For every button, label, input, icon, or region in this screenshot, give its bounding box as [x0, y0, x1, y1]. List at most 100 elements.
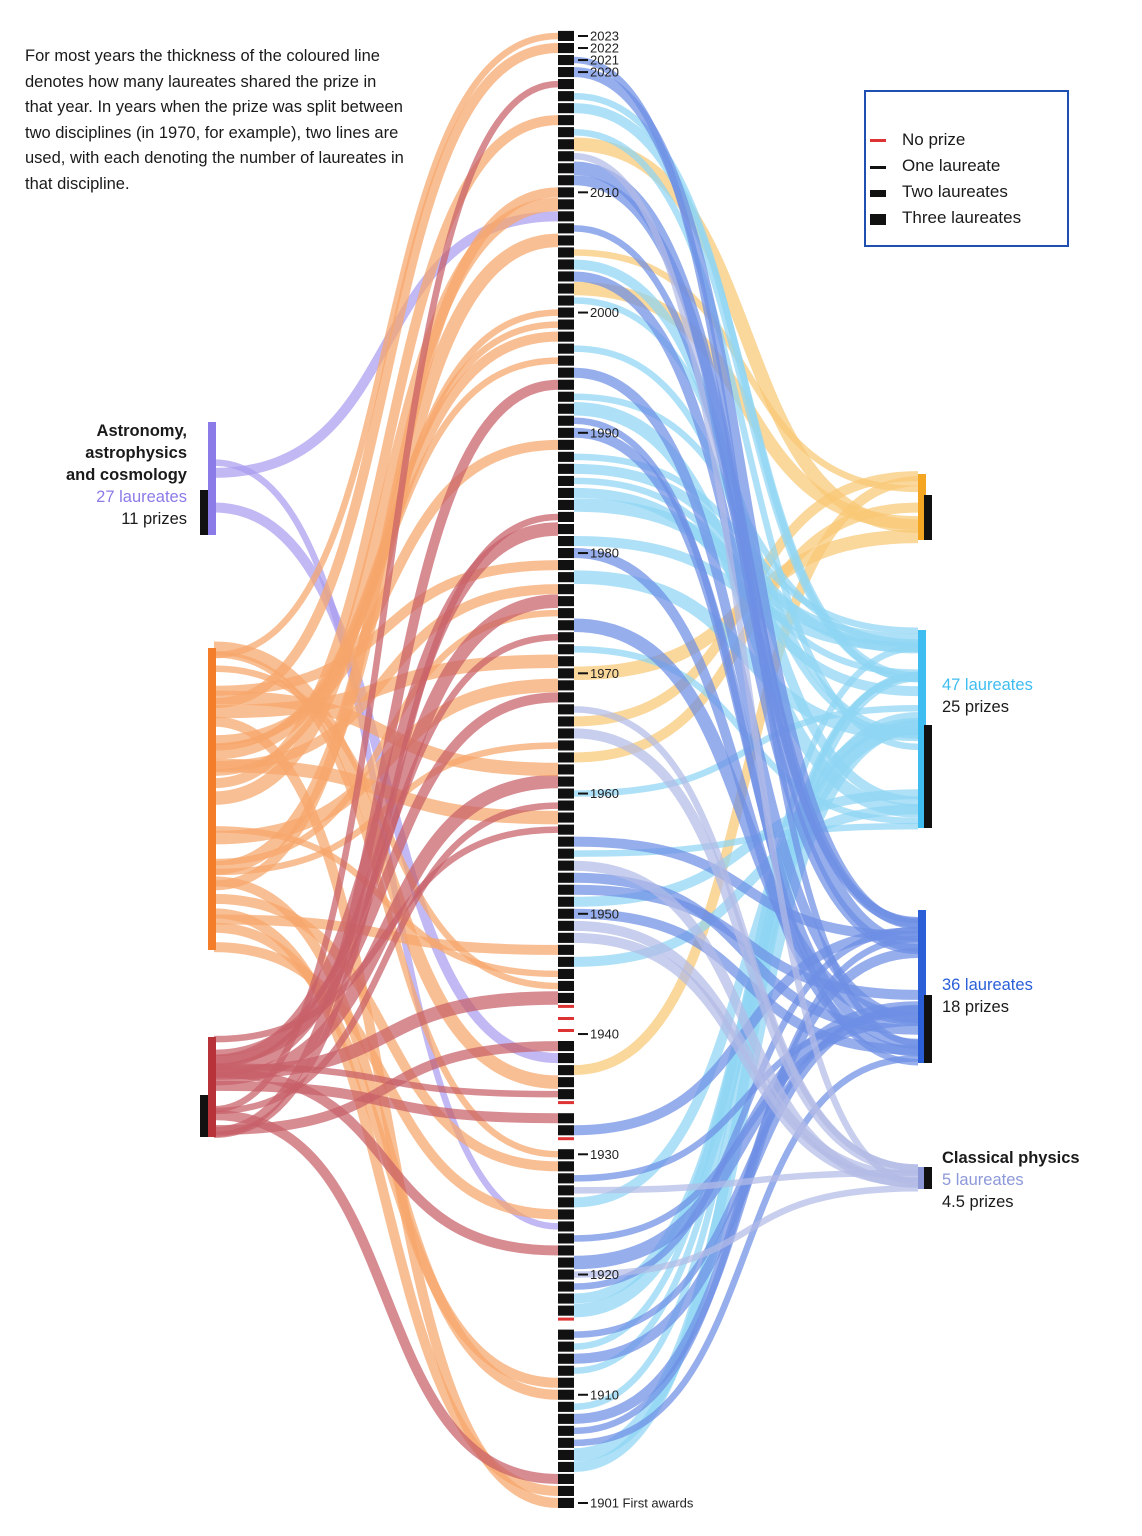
year-block-no-prize [558, 1004, 574, 1008]
category-blue-label: 36 laureates 18 prizes [942, 974, 1033, 1018]
year-block [558, 1209, 574, 1220]
year-block [558, 403, 574, 414]
year-label: 2023 [590, 29, 619, 44]
category-lightblue-label: 47 laureates 25 prizes [942, 674, 1033, 718]
year-block [558, 187, 574, 198]
category-prizes: 4.5 prizes [942, 1193, 1014, 1211]
category-laureates: 47 laureates [942, 676, 1033, 694]
year-block [558, 43, 574, 54]
year-block [558, 944, 574, 955]
year-block [558, 331, 574, 342]
year-block [558, 1113, 574, 1124]
ribbon-orange [213, 654, 559, 719]
year-block [558, 127, 574, 138]
year-block [558, 475, 574, 486]
year-block [558, 620, 574, 631]
year-block [558, 884, 574, 895]
ribbon-red [213, 1041, 559, 1136]
year-block-no-prize [558, 1317, 574, 1321]
year-label: 1960 [590, 786, 619, 801]
year-block [558, 1293, 574, 1304]
category-name: astrophysics [85, 444, 187, 462]
year-label: 1970 [590, 666, 619, 681]
year-block [558, 548, 574, 559]
legend-label: Three laureates [902, 208, 1022, 227]
year-block [558, 1281, 574, 1292]
year-block [558, 764, 574, 775]
prize-count-bar-yellow [924, 495, 932, 540]
year-block [558, 608, 574, 619]
two-laureates-swatch [870, 190, 886, 197]
ribbon-orange [213, 115, 559, 789]
year-block [558, 1245, 574, 1256]
year-label: 1910 [590, 1387, 619, 1402]
year-block [558, 247, 574, 258]
year-block [558, 896, 574, 907]
legend: No prize One laureate Two laureates Thre… [864, 90, 1069, 247]
year-block [558, 115, 574, 126]
year-block [558, 968, 574, 979]
ribbon-red [213, 513, 559, 1138]
ribbon-red [213, 80, 559, 1113]
ribbon-blue [573, 618, 919, 1026]
year-block [558, 560, 574, 571]
year-block [558, 872, 574, 883]
ribbon-orange [213, 187, 559, 891]
intro-text: For most years the thickness of the colo… [25, 47, 404, 193]
ribbon-blue [573, 1055, 919, 1447]
year-block [558, 103, 574, 114]
year-label: 1930 [590, 1147, 619, 1162]
year-block [558, 1473, 574, 1484]
year-block [558, 596, 574, 607]
year-block [558, 1401, 574, 1412]
year-block [558, 211, 574, 222]
year-block [558, 487, 574, 498]
year-block [558, 30, 574, 41]
category-classical-label: Classical physics 5 laureates 4.5 prizes [942, 1147, 1080, 1213]
category-prizes: 11 prizes [121, 510, 187, 528]
ribbon-orange [213, 584, 559, 771]
ribbon-orange [213, 43, 559, 709]
year-label: 1950 [590, 906, 619, 921]
year-block [558, 79, 574, 90]
year-block [558, 728, 574, 739]
year-block [558, 956, 574, 967]
year-block [558, 1053, 574, 1064]
category-node-classical [918, 1167, 926, 1189]
category-nodes [200, 422, 932, 1189]
year-block [558, 1365, 574, 1376]
category-laureates: 5 laureates [942, 1171, 1024, 1189]
one-laureate-swatch [870, 166, 886, 169]
year-block [558, 1269, 574, 1280]
year-block [558, 572, 574, 583]
year-block [558, 283, 574, 294]
year-block [558, 343, 574, 354]
year-block [558, 319, 574, 330]
year-block [558, 223, 574, 234]
year-block [558, 536, 574, 547]
year-block-no-prize [558, 1101, 574, 1105]
legend-item-one: One laureate [870, 156, 1001, 176]
year-block [558, 1125, 574, 1136]
year-block [558, 1221, 574, 1232]
year-block [558, 1089, 574, 1100]
ribbon-blue [573, 908, 919, 1055]
year-block [558, 908, 574, 919]
year-block [558, 632, 574, 643]
year-block [558, 704, 574, 715]
year-block [558, 1389, 574, 1400]
category-node-lightblue [918, 630, 926, 828]
year-block [558, 584, 574, 595]
legend-label: One laureate [902, 156, 1001, 175]
year-label: 2010 [590, 185, 619, 200]
ribbon-red [213, 1110, 559, 1484]
year-block [558, 367, 574, 378]
prize-count-bar-classical [924, 1167, 932, 1189]
year-block [558, 427, 574, 438]
year-block [558, 1041, 574, 1052]
year-block [558, 668, 574, 679]
category-node-yellow [918, 474, 926, 540]
category-node-astro [208, 422, 216, 535]
year-block [558, 1329, 574, 1340]
